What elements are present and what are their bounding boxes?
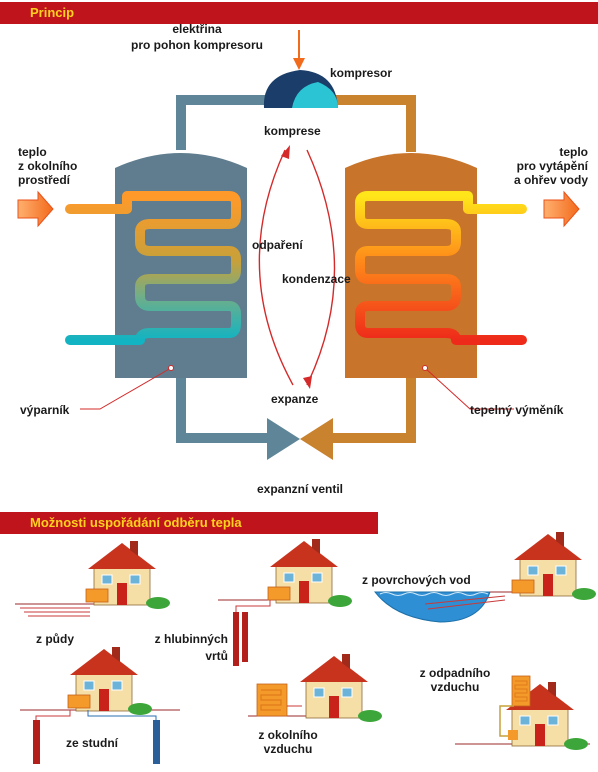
electricity-label: elektřina pro pohon kompresoru (112, 4, 282, 52)
heat-out-line2: pro vytápění (516, 159, 588, 173)
compression-label: komprese (264, 124, 321, 138)
surface-water-label: z povrchových vod (362, 573, 471, 587)
pipe-condenser-side (320, 95, 416, 443)
waste-air-line1: z odpadního (419, 666, 491, 680)
expansion-valve (267, 418, 333, 460)
expansion-valve-label: expanzní ventil (256, 482, 344, 496)
evaporator-coil (65, 191, 241, 345)
heat-exchanger-coil (355, 191, 527, 345)
heat-in-label: teplo z okolního prostředí (18, 145, 77, 187)
heat-in-line2: z okolního (18, 159, 78, 173)
heat-in-line3: prostředí (18, 173, 71, 187)
option-soil (15, 540, 171, 617)
wells-label: ze studní (66, 736, 119, 750)
evaporation-label: odpaření (252, 238, 303, 252)
option-waste-air (455, 675, 590, 751)
cycle-arrowhead-up (281, 145, 290, 159)
ambient-air-label: z okolního vzduchu (248, 728, 328, 756)
option-surface-water (373, 531, 597, 623)
options-title: Možnosti uspořádání odběru tepla (30, 515, 242, 530)
deep-borehole-line1: z hlubinných (154, 632, 228, 646)
principle-title-banner: Princip (0, 2, 598, 24)
cycle-arrowhead-down (303, 376, 312, 389)
option-ambient-air (248, 653, 383, 723)
pipe-evaporator-side (176, 95, 280, 443)
cycle-arrows (258, 149, 336, 386)
waste-air-line2: vzduchu (430, 680, 480, 694)
heat-in-arrow (17, 190, 54, 228)
principle-title: Princip (30, 5, 75, 20)
deep-borehole-line2: vrtů (205, 649, 228, 663)
deep-borehole-label: z hlubinných vrtů (120, 632, 228, 663)
expansion-label: expanze (271, 392, 319, 406)
soil-label: z půdy (36, 632, 74, 646)
heat-out-line1: teplo (559, 145, 588, 159)
label-leaders (80, 367, 514, 410)
option-deep-borehole (218, 538, 353, 666)
ambient-air-line2: vzduchu (263, 742, 313, 756)
option-wells (20, 646, 180, 764)
evaporator-label: výparník (20, 403, 70, 417)
electricity-label-line2: pro pohon kompresoru (131, 38, 263, 52)
electricity-label-line1: elektřina (172, 22, 222, 36)
ambient-air-line1: z okolního (258, 728, 318, 742)
heat-exchanger-tank (345, 153, 477, 378)
compressor-label: kompresor (330, 66, 393, 80)
waste-air-label: z odpadního vzduchu (415, 666, 495, 694)
heat-out-line3: a ohřev vody (513, 173, 588, 187)
heat-out-label: teplo pro vytápění a ohřev vody (480, 145, 588, 187)
evaporator-tank (115, 153, 247, 378)
heat-in-line1: teplo (18, 145, 47, 159)
electricity-arrow (293, 30, 305, 70)
compressor (263, 70, 338, 108)
condensation-label: kondenzace (282, 272, 351, 286)
heat-exchanger-label: tepelný výměník (470, 403, 564, 417)
heat-out-arrow (543, 190, 580, 228)
options-title-banner: Možnosti uspořádání odběru tepla (0, 512, 378, 534)
